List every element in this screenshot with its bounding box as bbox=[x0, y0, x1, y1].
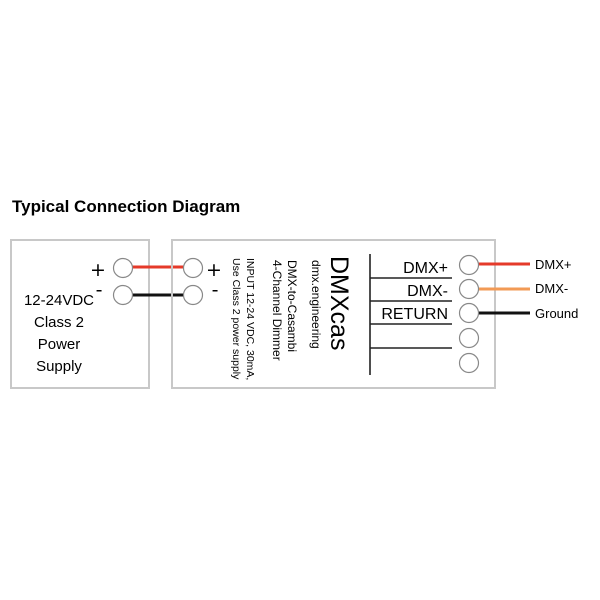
dimmer-description-2: 4-Channel Dimmer bbox=[270, 260, 284, 361]
output-terminal-5[interactable] bbox=[458, 352, 480, 374]
dimmer-website: dmx.engineering bbox=[309, 260, 323, 349]
dimmer-brand: DMXcas bbox=[325, 256, 353, 350]
output-terminal-4[interactable] bbox=[458, 327, 480, 349]
dimmer-plus-sign: + bbox=[206, 259, 222, 281]
output-label-ground: Ground bbox=[535, 306, 578, 321]
psu-label-line-2: Class 2 bbox=[34, 314, 84, 331]
dimmer-description-1: DMX-to-Casambi bbox=[285, 260, 299, 352]
terminal-label-dmx-minus: DMX- bbox=[407, 283, 448, 300]
psu-negative-terminal[interactable] bbox=[112, 284, 134, 306]
psu-label-line-1: 12-24VDC bbox=[24, 292, 94, 309]
dimmer-negative-terminal[interactable] bbox=[182, 284, 204, 306]
dimmer-minus-sign: - bbox=[212, 279, 219, 301]
psu-minus-sign: - bbox=[96, 279, 103, 301]
psu-label-line-4: Supply bbox=[36, 358, 82, 375]
psu-label-line-3: Power bbox=[38, 336, 81, 353]
dimmer-input-spec-1: INPUT 12-24 VDC, 30mA, bbox=[244, 258, 256, 380]
output-terminal-1[interactable] bbox=[458, 254, 480, 276]
dimmer-positive-terminal[interactable] bbox=[182, 257, 204, 279]
psu-positive-terminal[interactable] bbox=[112, 257, 134, 279]
dimmer-input-spec-2: Use Class 2 power supply bbox=[230, 258, 242, 380]
output-label-dmx-minus: DMX- bbox=[535, 281, 568, 296]
terminal-label-dmx-plus: DMX+ bbox=[403, 260, 448, 277]
power-supply-box bbox=[10, 239, 150, 389]
psu-plus-sign: + bbox=[90, 259, 106, 281]
output-terminal-3[interactable] bbox=[458, 302, 480, 324]
output-terminal-2[interactable] bbox=[458, 278, 480, 300]
terminal-label-return: RETURN bbox=[381, 306, 448, 323]
diagram-title: Typical Connection Diagram bbox=[12, 197, 240, 216]
output-label-dmx-plus: DMX+ bbox=[535, 257, 571, 272]
